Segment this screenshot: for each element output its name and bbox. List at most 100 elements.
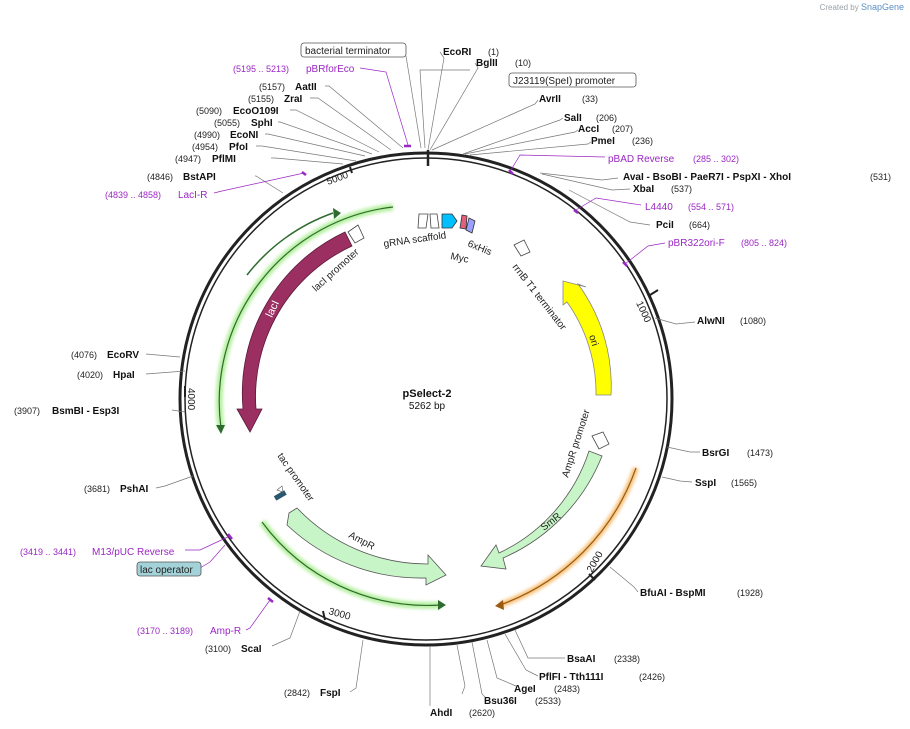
boxed-labels: bacterial terminator J23119(SpeI) promot… — [136, 42, 637, 577]
site-name: EcoRV — [107, 350, 139, 361]
tick-marks — [184, 166, 659, 621]
site-name: BsrGI — [702, 448, 729, 459]
myc-label: Myc — [449, 251, 469, 266]
grna-scaffold-label: gRNA scaffold — [383, 230, 447, 250]
site-pos: (1473) — [747, 448, 773, 458]
snapgene-credit: Created by SnapGene — [820, 2, 904, 12]
site-pos: (206) — [596, 113, 617, 123]
his-tag[interactable] — [465, 217, 476, 234]
laci-promoter-arrow — [347, 224, 365, 244]
site-name: SspI — [695, 478, 716, 489]
site-name: BsaAI — [567, 654, 596, 665]
site-name: PflMI — [212, 154, 236, 165]
site-pos: (1565) — [731, 478, 757, 488]
site-name: AvrII — [539, 94, 561, 105]
primer-range: (3170 .. 3189) — [137, 626, 193, 636]
plasmid-size: 5262 bp — [409, 401, 446, 412]
myc-tag[interactable] — [459, 214, 468, 230]
rrnb-arrow — [513, 239, 531, 257]
primer-labels: (5195 .. 5213) pBRforEco pBAD Reverse (2… — [20, 64, 787, 637]
primer-name: pBAD Reverse — [608, 154, 675, 165]
site-pos: (33) — [582, 94, 598, 104]
bacterial-terminator-label: bacterial terminator — [305, 46, 391, 57]
site-labels: EcoRI (1) BglII (10) AvrII (33) SalI (20… — [14, 47, 891, 719]
site-name: BglII — [476, 58, 498, 69]
site-name: HpaI — [113, 370, 135, 381]
his-label: 6xHis — [466, 239, 493, 259]
site-pos: (3100) — [205, 644, 231, 654]
plasmid-name: pSelect-2 — [403, 388, 452, 400]
site-pos: (3907) — [14, 406, 40, 416]
site-pos: (5055) — [214, 118, 240, 128]
site-name: AlwNI — [697, 316, 725, 327]
primer-name: pBR322ori-F — [668, 238, 725, 249]
site-pos: (4020) — [77, 370, 103, 380]
site-name: XbaI — [633, 184, 654, 195]
site-name: PmeI — [591, 136, 615, 147]
ampr-outer-arrow — [261, 521, 441, 607]
primer-name: Amp-R — [210, 626, 241, 637]
site-name: PciI — [656, 220, 674, 231]
site-name: AatII — [295, 82, 317, 93]
smr-arrow[interactable] — [480, 450, 603, 570]
primer-range: (285 .. 302) — [693, 154, 739, 164]
site-name: BsmBI - Esp3I — [52, 406, 119, 417]
ampr-arrow[interactable] — [286, 507, 447, 586]
site-pos: (5090) — [196, 106, 222, 116]
site-name: SphI — [251, 118, 273, 129]
primer-leaders — [185, 67, 666, 631]
site-name: ZraI — [284, 94, 303, 105]
site-pos: (1) — [488, 47, 499, 57]
site-pos: (4076) — [71, 350, 97, 360]
primer-name: LacI-R — [178, 190, 207, 201]
site-name: AgeI — [514, 684, 536, 695]
primer-range: (4839 .. 4858) — [105, 190, 161, 200]
primer-range: (5195 .. 5213) — [233, 64, 289, 74]
primer-name: pBRforEco — [306, 64, 355, 75]
primer-name: L4440 — [645, 202, 673, 213]
site-pos: (5157) — [259, 82, 285, 92]
grna-scaffold-arrow[interactable] — [441, 213, 458, 229]
ampr-promoter-arrow — [591, 431, 610, 450]
site-pos: (664) — [689, 220, 710, 230]
site-name: BfuAI - BspMI — [640, 588, 706, 599]
site-pos: (2620) — [469, 708, 495, 718]
site-pos: (4947) — [175, 154, 201, 164]
lac-operator-mark — [273, 490, 287, 501]
site-pos: (2842) — [284, 688, 310, 698]
backbone-outer — [178, 151, 674, 647]
rrnb-label: rrnB T1 terminator — [510, 262, 569, 333]
ori-arrow[interactable] — [562, 280, 612, 396]
site-name: AccI — [578, 124, 599, 135]
ori-label: ori — [586, 334, 600, 348]
site-pos: (2426) — [639, 672, 665, 682]
site-leaders — [145, 51, 700, 706]
tick-label-4000: 4000 — [185, 388, 196, 411]
site-pos: (5155) — [248, 94, 274, 104]
site-pos: (2533) — [535, 696, 561, 706]
site-name: FspI — [320, 688, 341, 699]
site-name: SalI — [564, 113, 582, 124]
laci-arrow[interactable] — [236, 231, 353, 433]
site-name: Bsu36I — [484, 696, 517, 707]
credit-prefix: Created by — [819, 3, 859, 12]
lac-operator-label: lac operator — [140, 565, 193, 576]
site-name: PfoI — [229, 142, 248, 153]
site-name: AvaI - BsoBI - PaeR7I - PspXI - XhoI — [623, 172, 791, 183]
site-pos: (4990) — [194, 130, 220, 140]
primer-range: (805 .. 824) — [741, 238, 787, 248]
site-pos: (207) — [612, 124, 633, 134]
primer-range: (3419 .. 3441) — [20, 547, 76, 557]
site-pos: (537) — [671, 184, 692, 194]
site-name: BstAPI — [183, 172, 216, 183]
j23119-label: J23119(SpeI) promoter — [513, 76, 616, 87]
laci-outer-arrow — [218, 206, 394, 429]
site-name: ScaI — [241, 644, 262, 655]
snapgene-logo-text: SnapGene — [860, 2, 904, 12]
smr-outer-arrow — [499, 467, 637, 606]
site-pos: (531) — [870, 172, 891, 182]
promoter-block-2 — [429, 213, 440, 229]
site-name: AhdI — [430, 708, 452, 719]
site-pos: (2338) — [614, 654, 640, 664]
